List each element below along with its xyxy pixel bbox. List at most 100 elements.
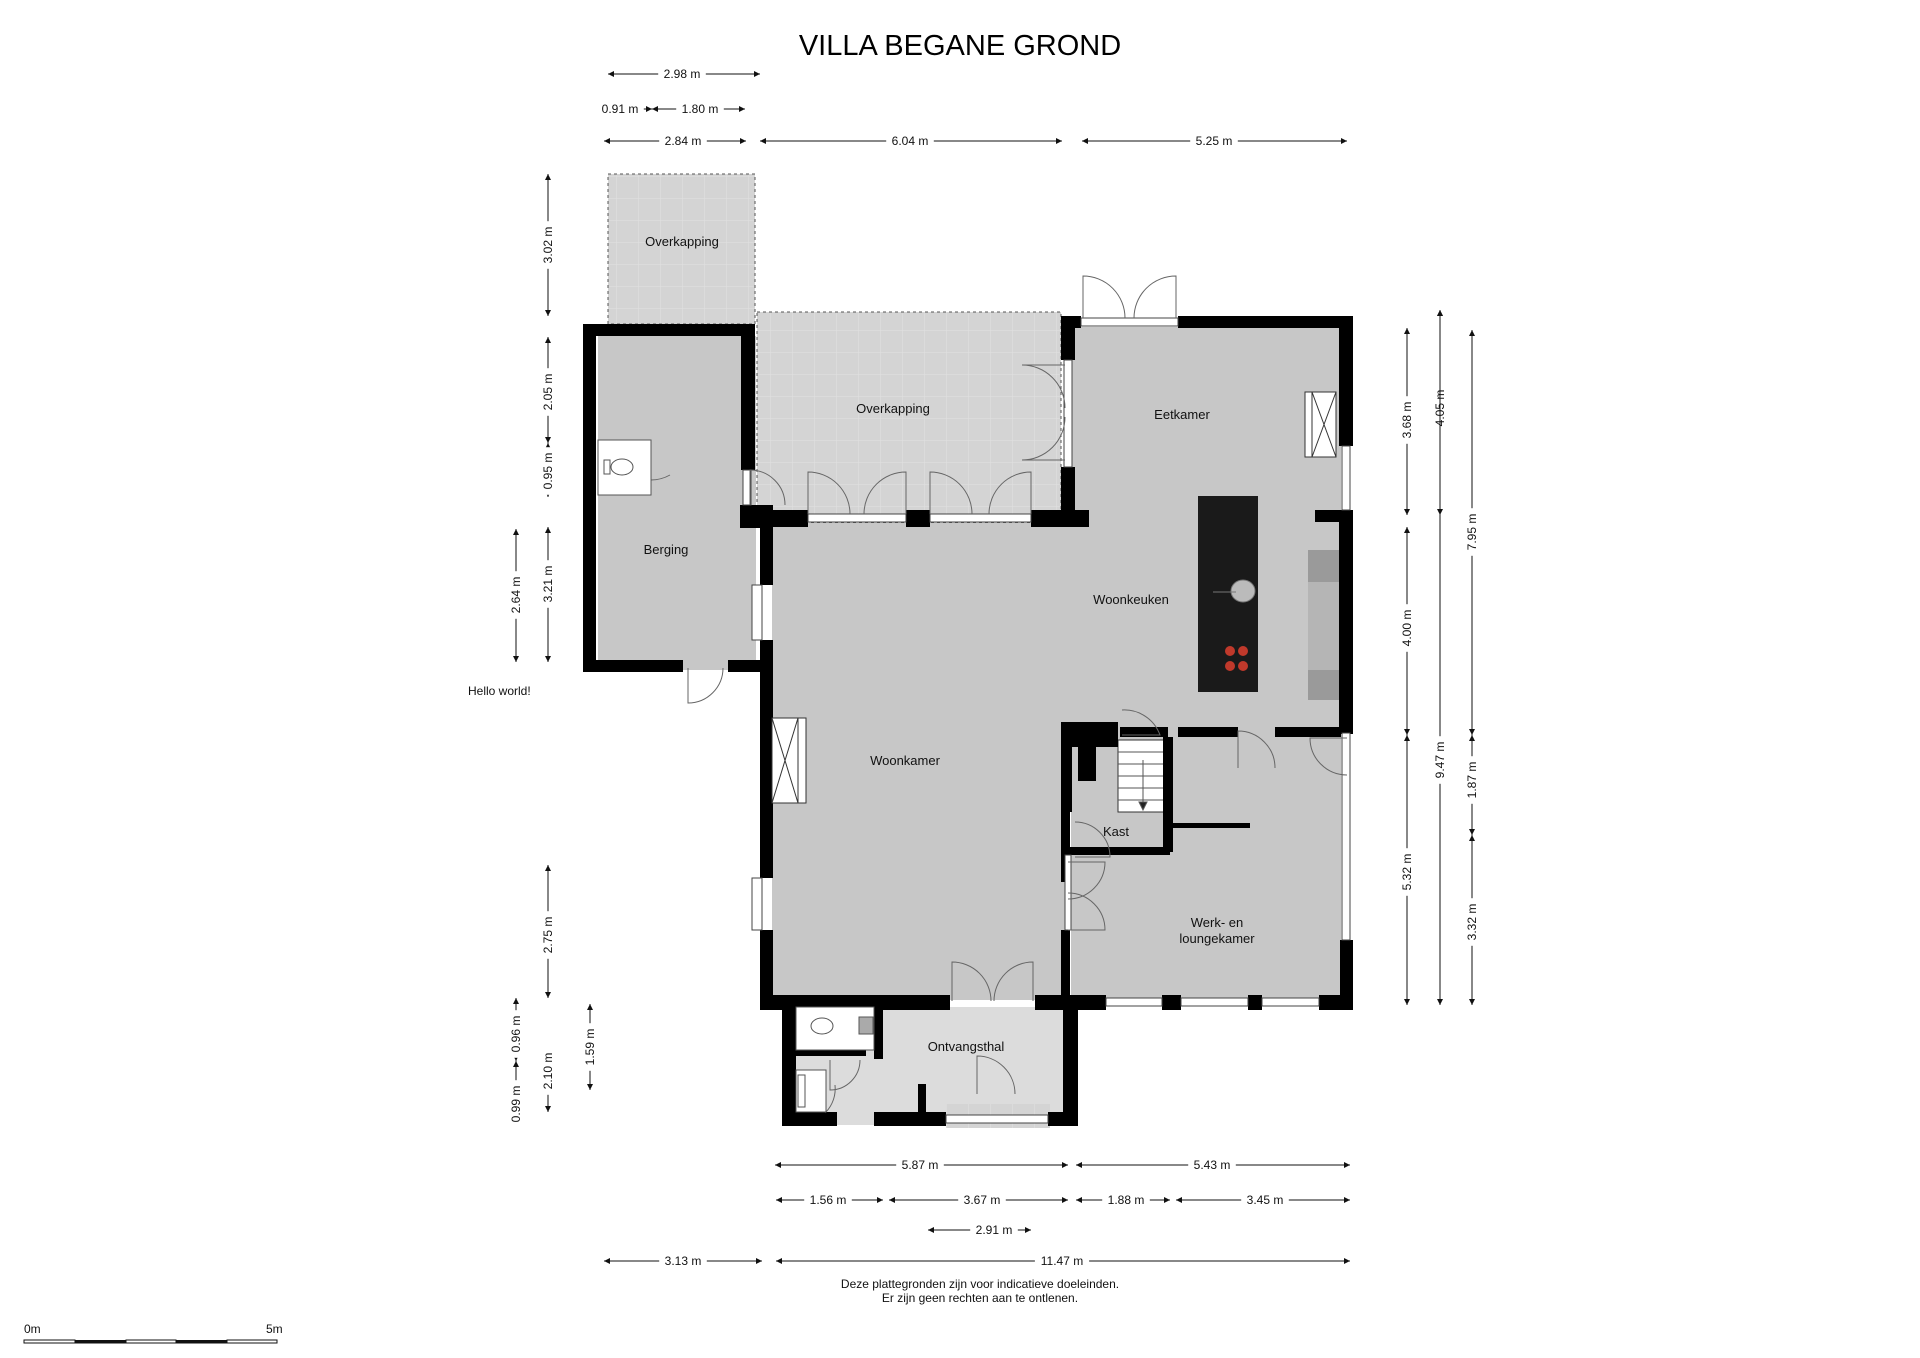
dimension-arrow [646, 106, 652, 112]
dimension-label: 2.84 m [665, 134, 702, 148]
dimension-label-bg [508, 1010, 524, 1058]
dimension-label-bg [896, 1157, 944, 1173]
dimension-label: 3.21 m [541, 566, 555, 603]
dimension-arrow [1344, 1162, 1350, 1168]
dimension-label-bg [658, 66, 706, 82]
dimension-label-bg [676, 101, 724, 117]
hob-burner [1225, 646, 1235, 656]
dimension-label: 3.13 m [665, 1254, 702, 1268]
dimension-arrow [652, 106, 658, 112]
dimension-label: 0.91 m [602, 102, 639, 116]
dimension-label-bg [540, 221, 556, 269]
dimension-label: 2.75 m [541, 917, 555, 954]
dimension-arrow [1437, 310, 1443, 316]
dimension-label-bg [970, 1222, 1018, 1238]
dimension-label: 0.99 m [509, 1086, 523, 1123]
dimension-label: 3.67 m [964, 1193, 1001, 1207]
dimension-arrow [513, 1061, 519, 1067]
dimension-label: 5.43 m [1194, 1158, 1231, 1172]
overkapping-area [756, 311, 1062, 524]
dimension-label-bg [1241, 1192, 1289, 1208]
dimension-arrow [545, 310, 551, 316]
dimension-label: 1.80 m [682, 102, 719, 116]
dimension-label-bg [804, 1192, 852, 1208]
room-label-ontvangsthal: Ontvangsthal [928, 1039, 1005, 1054]
dimension-arrow [775, 1162, 781, 1168]
dimension-arrow [740, 138, 746, 144]
dimension-arrow [1469, 735, 1475, 741]
room-label-loungekamer: loungekamer [1179, 931, 1255, 946]
dimension-arrow [545, 865, 551, 871]
room-labels: Overkapping Overkapping Eetkamer Berging… [644, 234, 1256, 1054]
dimension-label-bg [540, 447, 556, 495]
doors [650, 275, 1348, 1114]
dimension-label-bg [1102, 1192, 1150, 1208]
dimension-label: 3.68 m [1400, 402, 1414, 439]
hob-burner [1238, 661, 1248, 671]
dimension-label: 3.32 m [1465, 904, 1479, 941]
scale-bar: 0m 5m [23, 1322, 283, 1344]
room-label-werk: Werk- en [1191, 915, 1244, 930]
berging-floor [598, 336, 756, 670]
room-label-woonkeuken: Woonkeuken [1093, 592, 1169, 607]
dimension-label: 0.96 m [509, 1016, 523, 1053]
dimension-arrow [608, 71, 614, 77]
dimension-label: 3.45 m [1247, 1193, 1284, 1207]
fixtures [597, 439, 875, 1113]
dimension-arrow [1404, 509, 1410, 515]
dimension-label: 2.91 m [976, 1223, 1013, 1237]
dimension-label-bg [1188, 1157, 1236, 1173]
dimension-arrow [1076, 1162, 1082, 1168]
dimension-arrow [1469, 999, 1475, 1005]
sink [1230, 579, 1256, 603]
dimension-label-bg [596, 101, 644, 117]
room-label-overkapping: Overkapping [856, 401, 930, 416]
dimension-arrow [756, 1258, 762, 1264]
dimension-arrow [545, 1106, 551, 1112]
dimension-label-bg [540, 560, 556, 608]
dimension-label: 0.95 m [541, 453, 555, 490]
dimension-arrow [889, 1197, 895, 1203]
dimension-arrow [545, 656, 551, 662]
room-label-woonkamer: Woonkamer [870, 753, 941, 768]
dimension-label-bg [508, 1080, 524, 1128]
dimension-arrow [1469, 829, 1475, 835]
dimension-arrow [1056, 138, 1062, 144]
werk-floor [1071, 730, 1341, 1000]
disclaimer-line2: Er zijn geen rechten aan te ontlenen. [882, 1291, 1078, 1305]
dimension-arrow [513, 656, 519, 662]
dimension-arrow [513, 998, 519, 1004]
dimension-arrow [604, 1258, 610, 1264]
dimension-arrow [1082, 138, 1088, 144]
windows [742, 317, 1351, 1124]
dimension-arrow [1164, 1197, 1170, 1203]
dimension-label: 2.05 m [541, 374, 555, 411]
dimension-label-bg [540, 1047, 556, 1095]
dimension-label: 5.87 m [902, 1158, 939, 1172]
dimension-label: 5.32 m [1400, 854, 1414, 891]
dimension-arrow [545, 992, 551, 998]
dimension-label-bg [540, 368, 556, 416]
dimension-arrow [1404, 527, 1410, 533]
dimension-label-bg [1399, 604, 1415, 652]
dimension-arrow [1404, 999, 1410, 1005]
dimension-arrow [877, 1197, 883, 1203]
dimension-arrow [1062, 1197, 1068, 1203]
annotation-text: Hello world! [468, 684, 531, 698]
dimension-label: 7.95 m [1465, 514, 1479, 551]
dimension-arrow [1076, 1197, 1082, 1203]
dimension-arrow [604, 138, 610, 144]
scale-end-label: 5m [266, 1322, 283, 1336]
hob-burner [1238, 646, 1248, 656]
dimension-label-bg [1464, 508, 1480, 556]
dimension-arrow [1344, 1197, 1350, 1203]
dimension-arrow [776, 1197, 782, 1203]
dimension-arrow [1437, 999, 1443, 1005]
kitchen [1198, 496, 1339, 700]
disclaimer-line1: Deze plattegronden zijn voor indicatieve… [841, 1277, 1119, 1291]
dimension-label-bg [886, 133, 934, 149]
dimension-label-bg [659, 1253, 707, 1269]
dimension-label-bg [1034, 1253, 1090, 1269]
